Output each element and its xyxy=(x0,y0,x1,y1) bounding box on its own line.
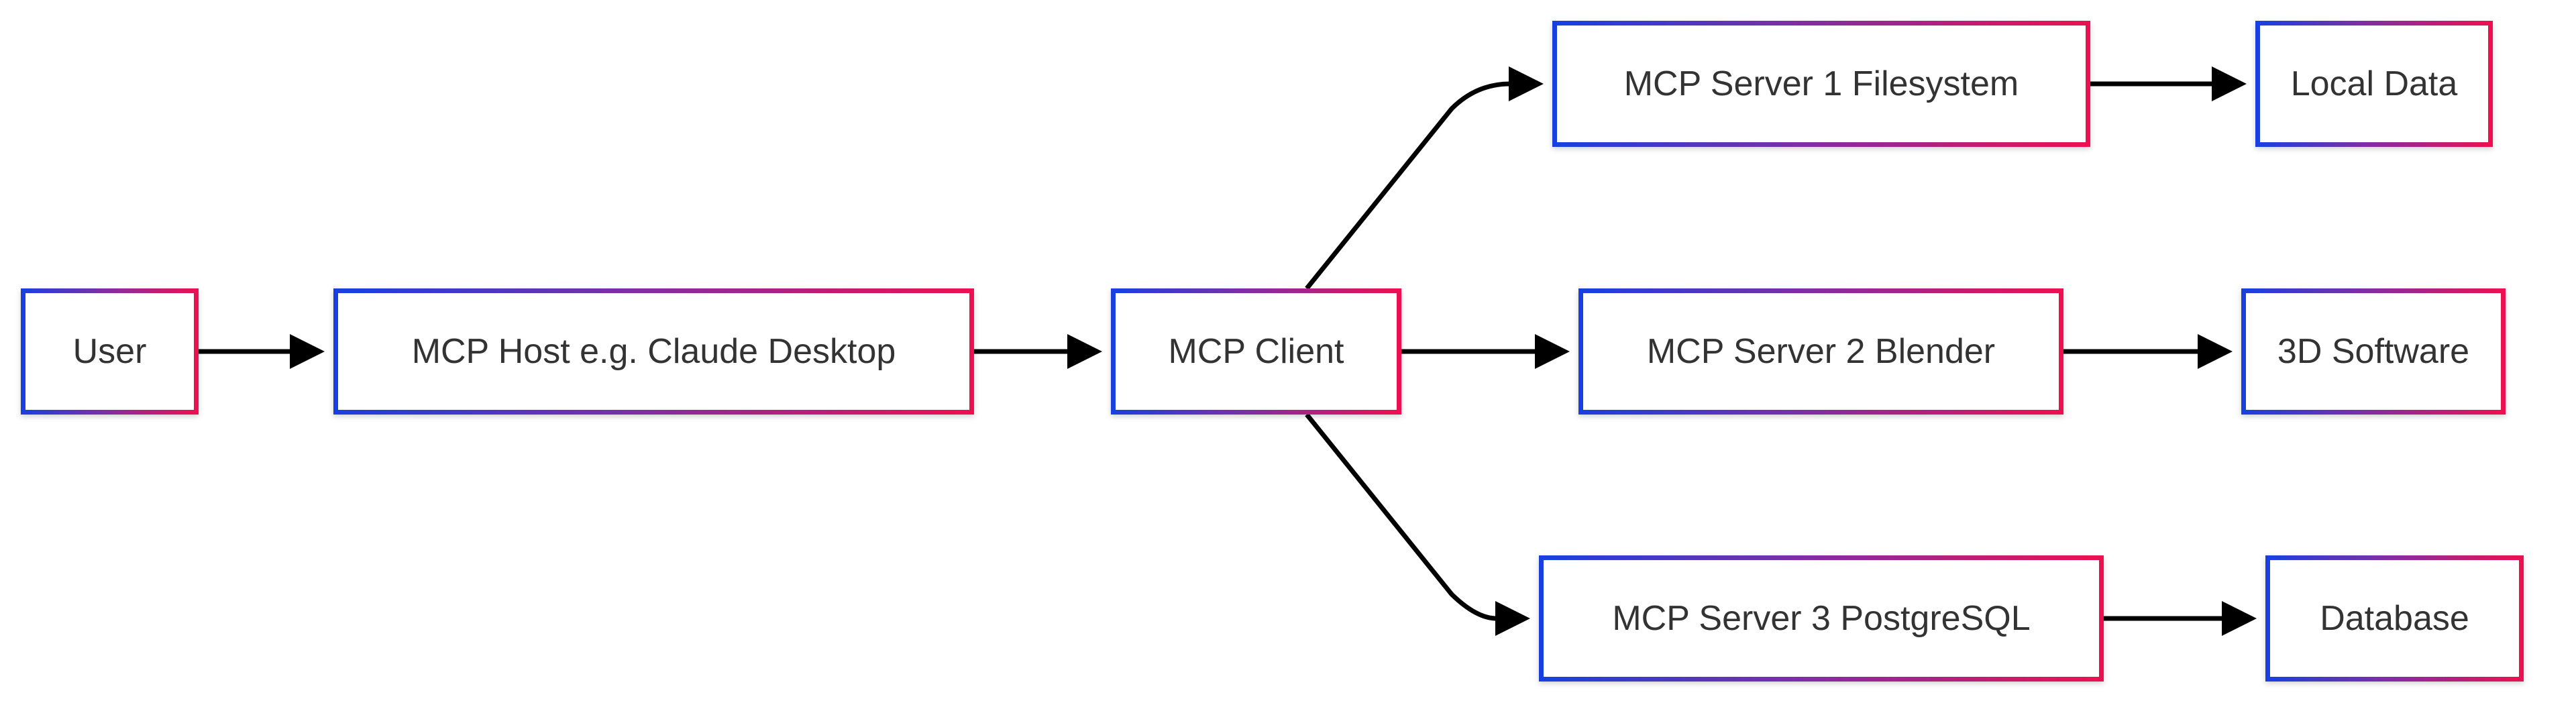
node-label: MCP Client xyxy=(1168,332,1344,371)
arrowhead-client-to-blender xyxy=(1535,334,1570,369)
node-mcp-server-postgresql: MCP Server 3 PostgreSQL xyxy=(1539,555,2104,682)
node-mcp-host: MCP Host e.g. Claude Desktop xyxy=(333,288,974,415)
node-label: Local Data xyxy=(2290,64,2458,103)
node-mcp-server-filesystem: MCP Server 1 Filesystem xyxy=(1552,21,2090,147)
node-label: MCP Host e.g. Claude Desktop xyxy=(411,332,896,371)
node-local-data: Local Data xyxy=(2255,21,2493,147)
arrowhead-client-to-filesystem xyxy=(1509,66,1544,101)
node-user: User xyxy=(21,288,199,415)
arrowhead-client-to-postgres xyxy=(1495,601,1530,636)
node-label: User xyxy=(72,332,147,371)
node-database: Database xyxy=(2265,555,2524,682)
node-3d-software: 3D Software xyxy=(2241,288,2506,415)
arrowhead-postgres-to-database xyxy=(2222,601,2257,636)
node-label: 3D Software xyxy=(2277,332,2470,371)
node-mcp-server-blender: MCP Server 2 Blender xyxy=(1578,288,2063,415)
node-label: MCP Server 3 PostgreSQL xyxy=(1612,599,2031,638)
arrowhead-host-to-client xyxy=(1067,334,1102,369)
node-label: Database xyxy=(2320,599,2469,638)
edge-client-to-postgres xyxy=(1305,413,1497,621)
arrowhead-filesystem-to-local xyxy=(2212,66,2247,101)
node-label: MCP Server 1 Filesystem xyxy=(1623,64,2019,103)
arrowhead-blender-to-3d xyxy=(2198,334,2233,369)
node-mcp-client: MCP Client xyxy=(1111,288,1401,415)
node-label: MCP Server 2 Blender xyxy=(1646,332,1996,371)
arrowhead-user-to-host xyxy=(290,334,325,369)
edge-client-to-filesystem xyxy=(1305,81,1511,290)
